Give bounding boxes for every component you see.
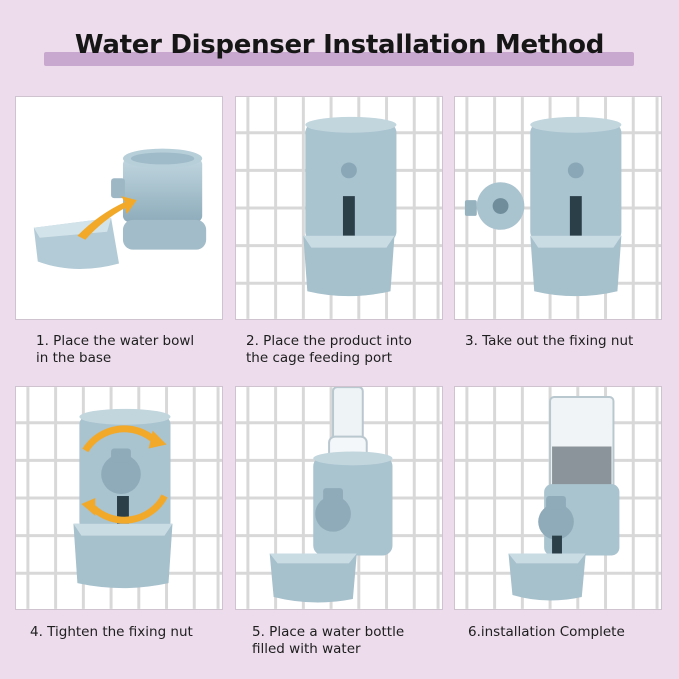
step-5-caption: 5. Place a water bottle filled with wate… (252, 624, 405, 657)
step-5-image (235, 386, 443, 610)
step-1-caption: 1. Place the water bowl in the base (36, 333, 195, 366)
step-4-image (15, 386, 223, 610)
title-highlight-bar (44, 52, 634, 66)
step-2-image (235, 96, 443, 320)
step-2-caption: 2. Place the product into the cage feedi… (246, 333, 412, 366)
step-3-image (454, 96, 662, 320)
title-area: Water Dispenser Installation Method (0, 26, 679, 72)
step-3-caption: 3. Take out the fixing nut (465, 333, 634, 349)
step-1-image (15, 96, 223, 320)
step-6-caption: 6.installation Complete (468, 624, 625, 640)
step-4-caption: 4. Tighten the fixing nut (30, 624, 193, 640)
step-6-image (454, 386, 662, 610)
page-title: Water Dispenser Installation Method (74, 30, 605, 60)
